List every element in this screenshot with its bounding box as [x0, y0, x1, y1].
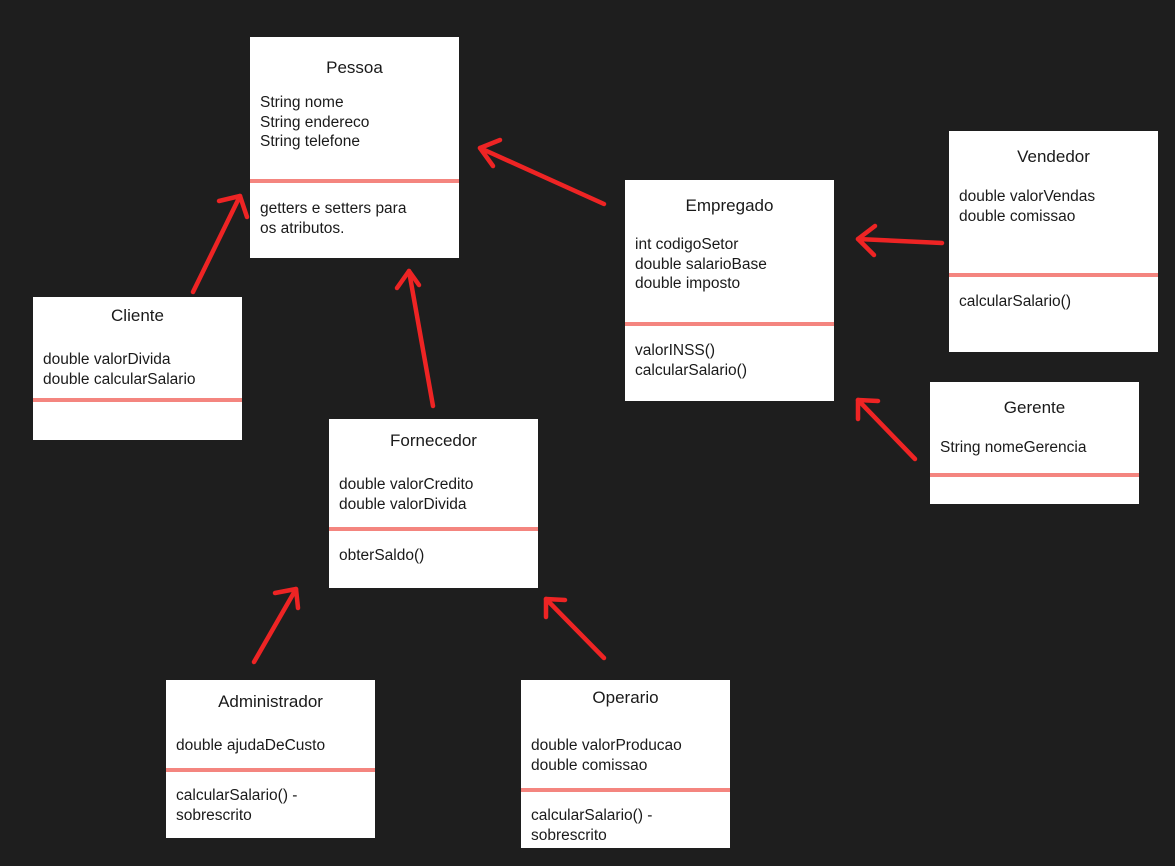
class-name: Administrador [218, 692, 323, 711]
method: valorINSS() [635, 342, 716, 359]
class-gerente: Gerente String nomeGerencia [930, 382, 1139, 504]
attribute-list: double valorDivida double calcularSalari… [43, 350, 234, 389]
method: calcularSalario() - [176, 787, 298, 804]
attribute: double imposto [635, 275, 741, 292]
method-list: obterSaldo() [339, 546, 530, 566]
arrow-vendedor-to-empregado [855, 223, 945, 258]
method-list: calcularSalario() - sobrescrito [176, 786, 367, 825]
attribute: String endereco [260, 113, 370, 131]
method: calcularSalario() - [531, 807, 653, 824]
attribute: double valorDivida [339, 495, 467, 513]
class-name: Empregado [685, 196, 774, 215]
class-name: Gerente [1003, 398, 1066, 417]
attribute: String telefone [260, 133, 360, 150]
arrow-operario-to-fornecedor [543, 596, 607, 661]
class-name: Fornecedor [390, 431, 477, 450]
attribute: double salarioBase [635, 255, 767, 273]
attribute: double valorCredito [339, 476, 474, 493]
attribute: double valorDivida [43, 351, 171, 368]
section-divider [166, 768, 375, 772]
arrow-cliente-to-pessoa [190, 193, 250, 295]
section-divider [625, 322, 834, 326]
method: getters e setters para [260, 200, 407, 217]
method: obterSaldo() [339, 547, 425, 564]
method-list: valorINSS() calcularSalario() [635, 341, 826, 380]
method: os atributos. [260, 219, 345, 237]
attribute: double ajudaDeCusto [176, 737, 326, 754]
attribute-list: double ajudaDeCusto [176, 736, 367, 756]
class-name: Cliente [111, 306, 164, 325]
section-divider [949, 273, 1158, 277]
section-divider [250, 179, 459, 183]
class-operario: Operario double valorProducao double com… [521, 680, 730, 848]
attribute: double comissao [959, 207, 1076, 225]
section-divider [930, 473, 1139, 477]
class-vendedor: Vendedor double valorVendas double comis… [949, 131, 1158, 352]
attribute: String nome [260, 94, 344, 111]
attribute: double valorProducao [531, 737, 682, 754]
attribute: String nomeGerencia [940, 439, 1087, 456]
section-divider [33, 398, 242, 402]
attribute: double valorVendas [959, 188, 1096, 205]
arrow-gerente-to-empregado [855, 397, 918, 462]
method: calcularSalario() [635, 361, 747, 379]
attribute-list: String nome String endereco String telef… [260, 93, 451, 152]
arrow-administrador-to-fornecedor [251, 586, 301, 665]
class-name: Operario [592, 688, 659, 707]
method: sobrescrito [176, 806, 252, 824]
attribute: int codigoSetor [635, 236, 739, 253]
attribute: double comissao [531, 756, 648, 774]
method-list: getters e setters para os atributos. [260, 199, 451, 238]
class-fornecedor: Fornecedor double valorCredito double va… [329, 419, 538, 588]
section-divider [329, 527, 538, 531]
class-administrador: Administrador double ajudaDeCusto calcul… [166, 680, 375, 838]
class-name: Vendedor [1017, 147, 1090, 166]
method: sobrescrito [531, 826, 607, 844]
arrow-empregado-to-pessoa [477, 137, 607, 207]
class-name: Pessoa [326, 58, 383, 77]
attribute-list: String nomeGerencia [940, 438, 1131, 458]
method: calcularSalario() [959, 293, 1071, 310]
class-pessoa: Pessoa String nome String endereco Strin… [250, 37, 459, 258]
attribute: double calcularSalario [43, 370, 196, 388]
attribute-list: int codigoSetor double salarioBase doubl… [635, 235, 826, 294]
attribute-list: double valorCredito double valorDivida [339, 475, 530, 514]
class-empregado: Empregado int codigoSetor double salario… [625, 180, 834, 401]
attribute-list: double valorVendas double comissao [959, 187, 1150, 226]
class-cliente: Cliente double valorDivida double calcul… [33, 297, 242, 440]
arrow-fornecedor-to-pessoa [394, 268, 436, 409]
attribute-list: double valorProducao double comissao [531, 736, 722, 775]
method-list: calcularSalario() - sobrescrito [531, 806, 722, 845]
method-list: calcularSalario() [959, 292, 1150, 312]
section-divider [521, 788, 730, 792]
